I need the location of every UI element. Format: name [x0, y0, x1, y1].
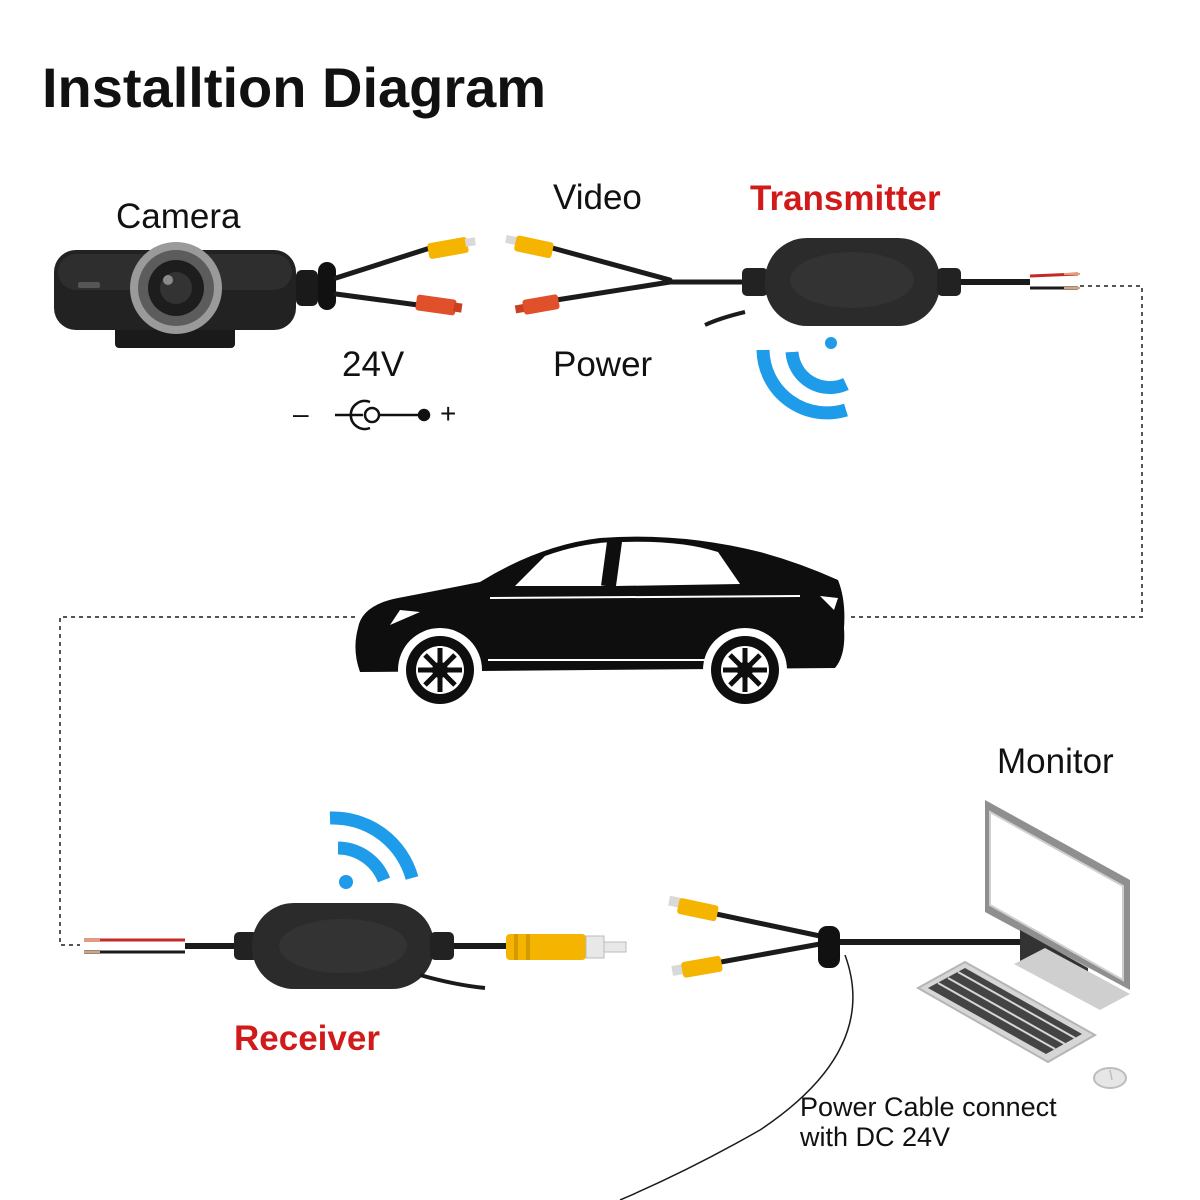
receiver-box-icon: [84, 903, 508, 990]
polarity-minus-label: –: [293, 398, 309, 429]
monitor-icon: [985, 800, 1130, 1010]
dc-jack-symbol-icon: [335, 399, 431, 431]
camera-video-rca-connector: [427, 237, 476, 259]
transmitter-video-rca-connector: [505, 234, 554, 259]
power-label: Power: [553, 345, 653, 384]
dotted-connection-line: [59, 285, 1143, 946]
camera-label: Camera: [116, 197, 241, 236]
page-title: Installtion Diagram: [42, 56, 547, 119]
transmitter-label: Transmitter: [750, 179, 941, 218]
wifi-signal-icon: [329, 811, 419, 889]
car-icon: [355, 536, 845, 712]
transmitter-box-icon: [704, 238, 1080, 327]
video-label: Video: [553, 178, 642, 217]
camera-icon: [54, 242, 336, 348]
camera-power-connector: [415, 294, 463, 316]
voltage-label: 24V: [342, 345, 405, 384]
power-note-line1: Power Cable connect: [800, 1092, 1057, 1122]
camera-cables: [333, 245, 433, 308]
polarity-plus-label: +: [440, 398, 457, 429]
keyboard-icon: [915, 960, 1098, 1064]
receiver-rca-output-connector: [506, 934, 627, 960]
monitor-label: Monitor: [997, 742, 1114, 781]
power-note: Power Cable connect with DC 24V: [800, 1092, 1057, 1152]
transmitter-input-cables: [542, 243, 773, 304]
wifi-signal-icon: [756, 337, 849, 420]
mouse-icon: [1093, 1067, 1127, 1089]
transmitter-power-connector: [514, 294, 560, 315]
power-note-line2: with DC 24V: [800, 1121, 951, 1152]
monitor-cables: [619, 895, 1030, 1200]
receiver-label: Receiver: [234, 1019, 380, 1058]
